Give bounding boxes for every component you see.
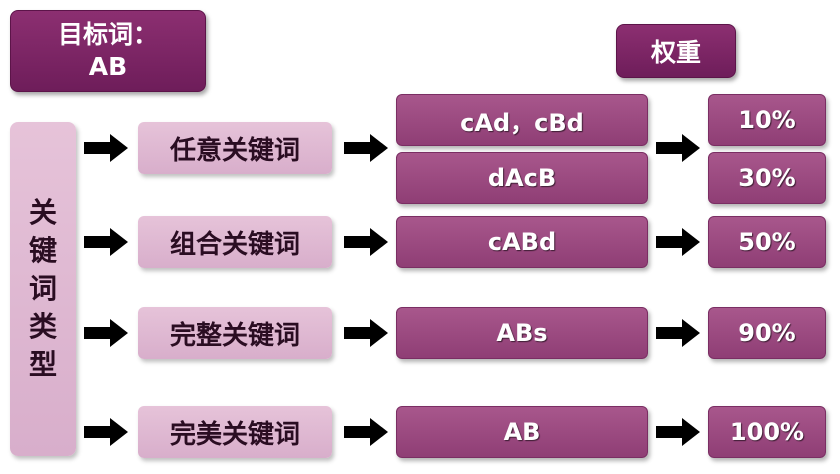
example-complete: ABs [396,307,648,359]
type-any-keyword: 任意关键词 [138,122,332,174]
example-combination: cABd [396,216,648,268]
arrow-right-icon [344,228,388,256]
arrow-right-icon [84,319,128,347]
arrow-right-icon [84,134,128,162]
arrow-right-icon [344,418,388,446]
keyword-type-char: 型 [28,348,57,381]
arrow-right-icon [84,418,128,446]
arrow-right-icon [656,418,700,446]
target-word-label: 目标词： [57,20,158,49]
weight-header: 权重 [616,24,736,78]
weight-complete: 90% [708,307,826,359]
keyword-type-label: 关 键 词 类 型 [10,122,76,456]
type-perfect-keyword: 完美关键词 [138,406,332,458]
example-perfect: AB [396,406,648,458]
target-word-value: AB [88,52,128,81]
arrow-right-icon [656,228,700,256]
keyword-type-char: 词 [28,272,57,305]
keyword-type-char: 关 [28,196,57,229]
weight-any-1: 10% [708,94,826,146]
arrow-right-icon [656,134,700,162]
arrow-right-icon [344,319,388,347]
type-complete-keyword: 完整关键词 [138,307,332,359]
arrow-right-icon [344,134,388,162]
arrow-right-icon [84,228,128,256]
weight-any-2: 30% [708,152,826,204]
example-any-1: cAd，cBd [396,94,648,146]
weight-combination: 50% [708,216,826,268]
example-any-2: dAcB [396,152,648,204]
weight-perfect: 100% [708,406,826,458]
keyword-type-char: 类 [28,310,57,343]
type-combination-keyword: 组合关键词 [138,216,332,268]
arrow-right-icon [656,319,700,347]
target-word-box: 目标词： AB [10,10,206,92]
keyword-type-char: 键 [28,234,57,267]
